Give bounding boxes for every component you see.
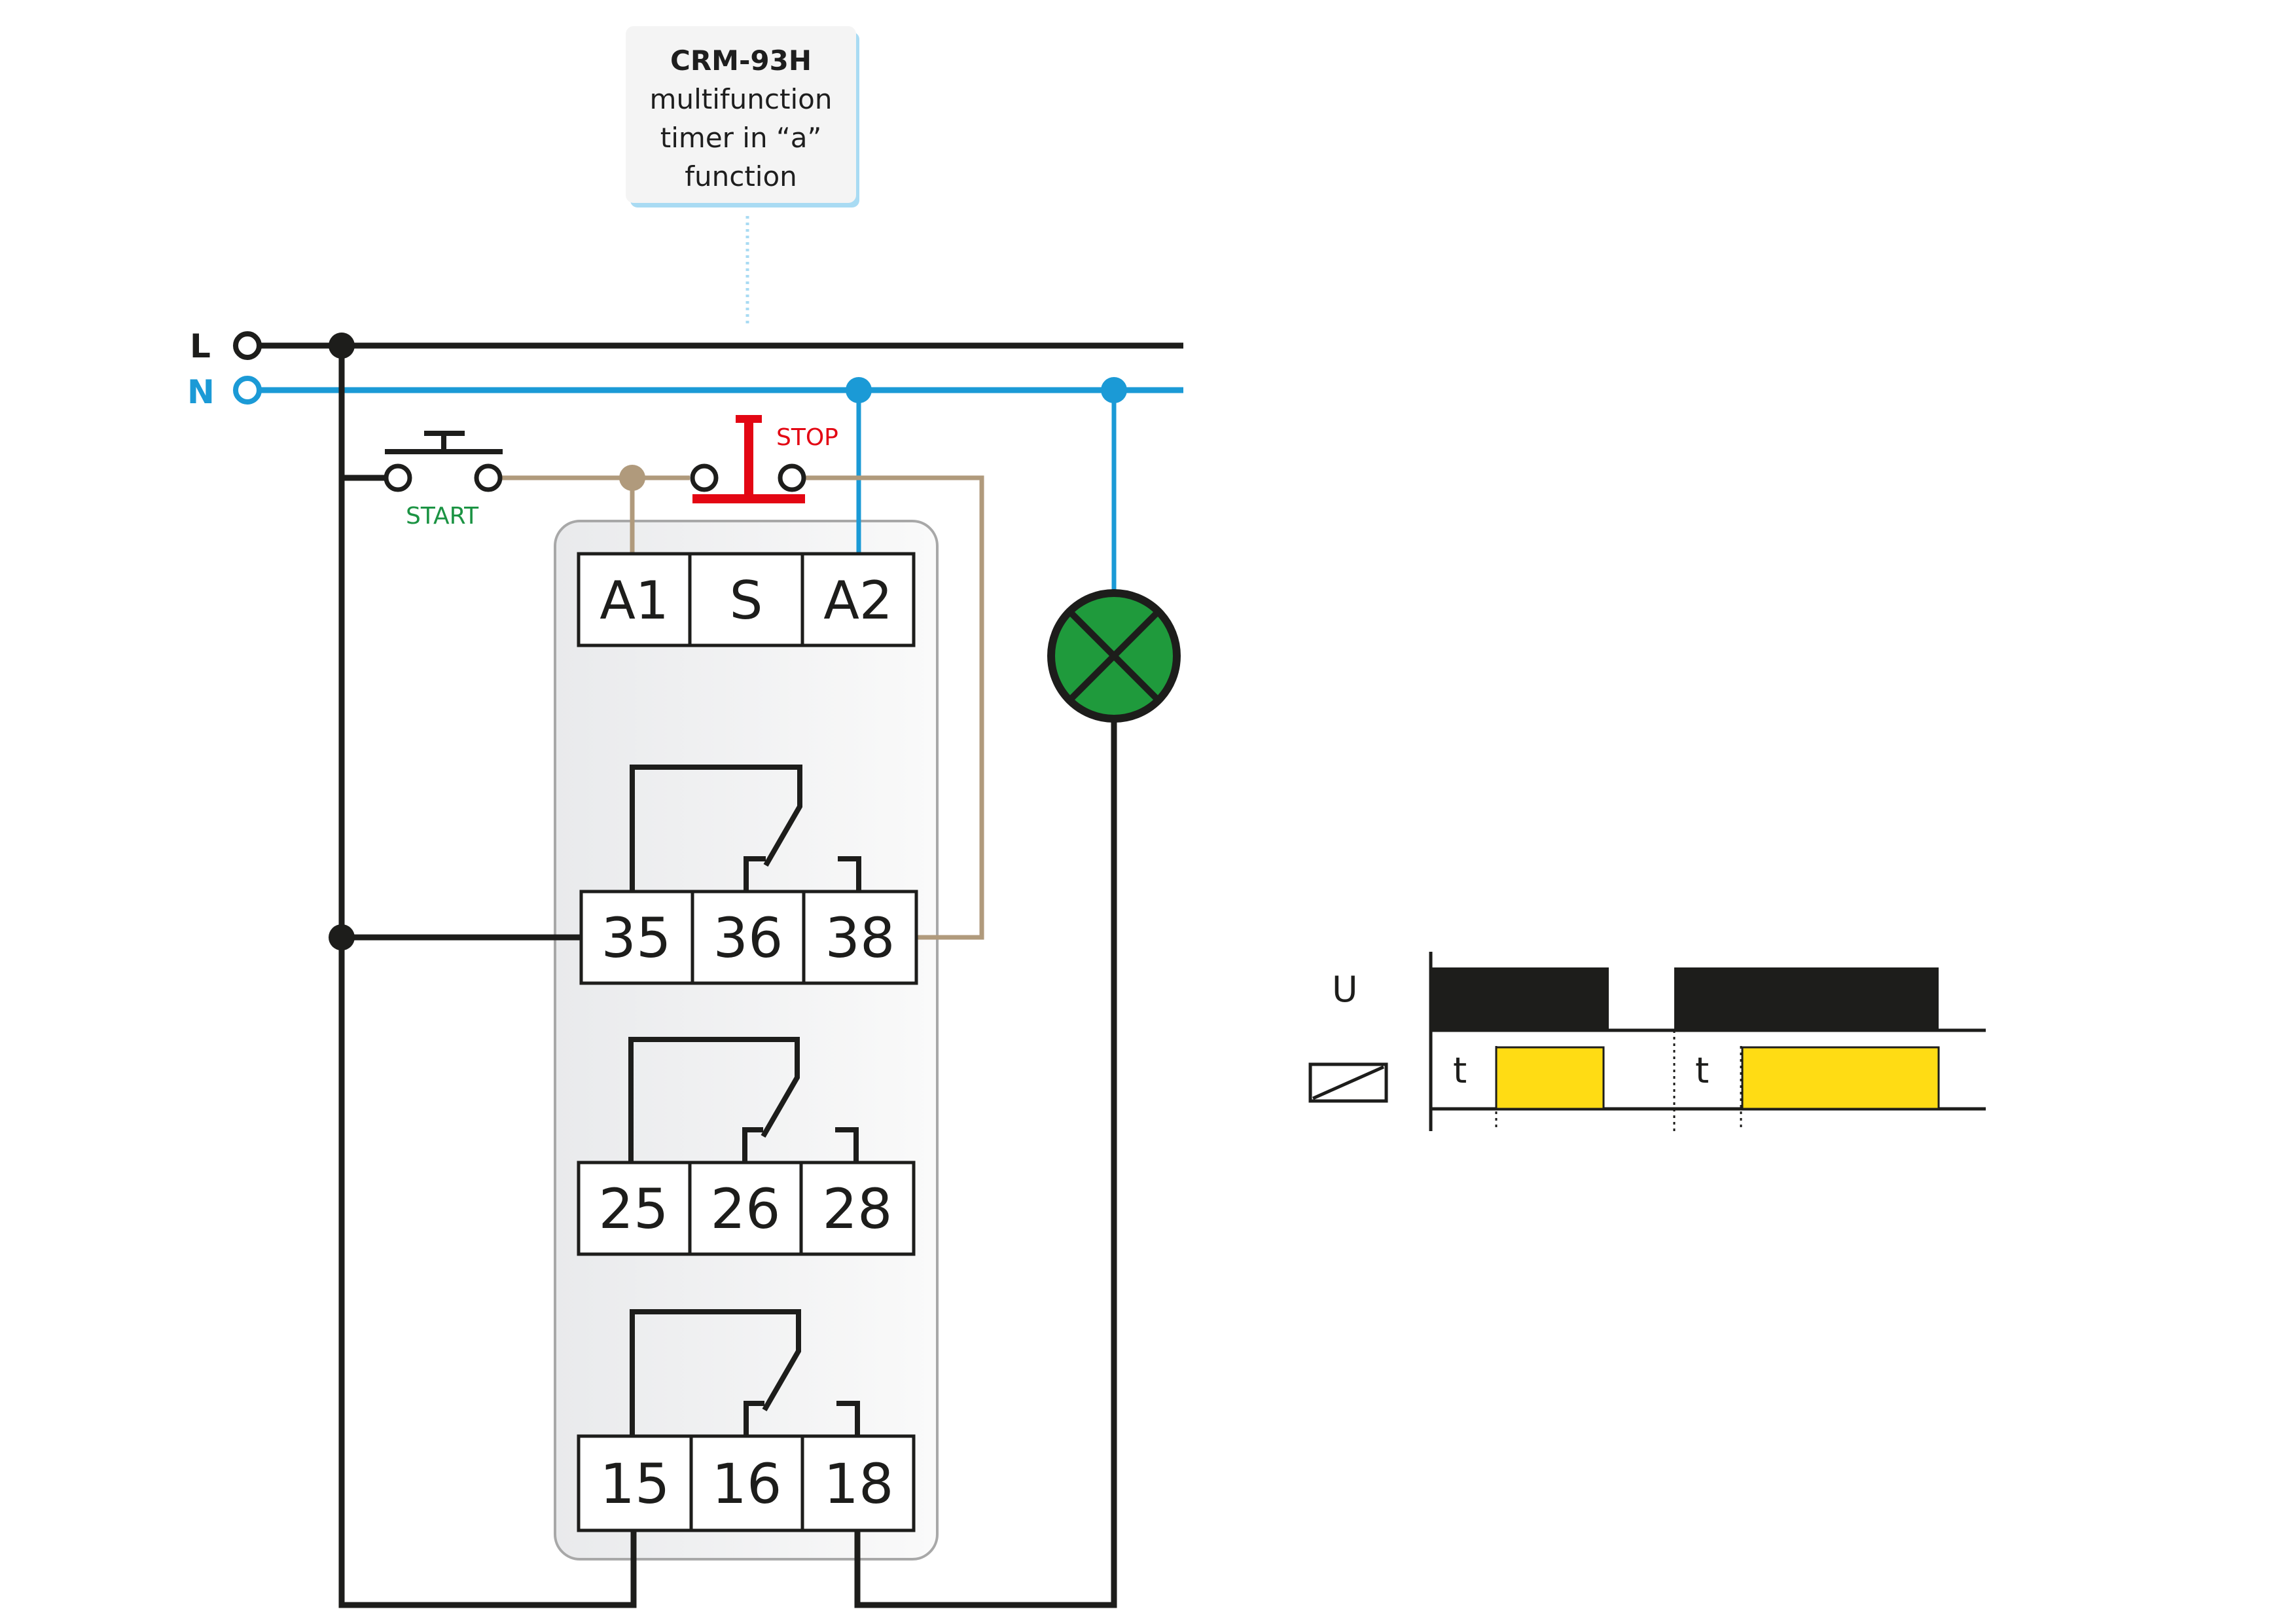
start-button-label: START [406, 503, 479, 530]
timing-diagram: U t t [1308, 952, 1986, 1131]
contact-set-25-26-28: 25 26 28 [577, 1037, 916, 1256]
relay-coil-icon [1308, 1062, 1388, 1103]
device-function-description: multifunction timer in “a” function [649, 83, 833, 192]
terminal-16: 16 [712, 1452, 782, 1516]
terminal-38: 38 [825, 906, 895, 970]
main-L-drop-wire [338, 346, 637, 1608]
line-N-label: N [187, 373, 215, 411]
contact-symbol [835, 1127, 859, 1163]
terminal-26: 26 [711, 1177, 781, 1241]
terminal-28: 28 [823, 1177, 893, 1241]
device-callout: CRM-93H multifunction timer in “a” funct… [626, 26, 856, 203]
contact-set-35-36-38: 35 36 38 [579, 765, 918, 985]
terminal-block-frame [577, 552, 916, 647]
terminal-block-frame [577, 1161, 916, 1256]
junction-dot [619, 465, 645, 491]
stop-button: STOP [690, 415, 838, 503]
stop-to-38-wire [805, 475, 984, 940]
supply-on-pulse [1674, 967, 1939, 1030]
delay-time-label: t [1453, 1050, 1467, 1091]
contact-symbol [744, 1401, 764, 1436]
stop-contact-terminal [690, 463, 719, 492]
terminal-block-frame [579, 890, 918, 985]
indicator-lamp [1047, 589, 1181, 723]
start-contact-terminal [384, 463, 412, 492]
terminal-35: 35 [601, 906, 672, 970]
lamp-return-wire [854, 720, 1117, 1608]
contact-symbol [628, 1037, 800, 1163]
junction-dot [329, 924, 355, 950]
line-L-label: L [190, 327, 211, 365]
relay-on-pulse [1741, 1046, 1940, 1110]
terminal-block-frame [577, 1434, 916, 1532]
line-L-terminal [233, 331, 262, 360]
contact-symbol [744, 856, 766, 892]
stop-contact-terminal [778, 463, 806, 492]
terminal-s: S [730, 570, 763, 631]
terminal-18: 18 [824, 1452, 894, 1516]
supply-voltage-label: U [1332, 969, 1358, 1010]
contact-symbol [836, 1401, 860, 1436]
contact-symbol [838, 856, 861, 892]
supply-on-pulse [1431, 967, 1609, 1030]
relay-on-pulse [1495, 1046, 1605, 1110]
relay-coil-icon-frame [1308, 1062, 1388, 1103]
junction-dot [846, 377, 872, 403]
junction-dot [329, 333, 355, 359]
terminal-25: 25 [599, 1177, 669, 1241]
relay-coil-icon-slash [1312, 1065, 1385, 1100]
contact-symbol [742, 1127, 763, 1163]
contact-symbol [630, 1309, 801, 1436]
contact-set-15-16-18: 15 16 18 [577, 1309, 916, 1532]
junction-dot [1101, 377, 1127, 403]
coil-terminal-block: A1 S A2 [577, 552, 916, 647]
start-button: START [384, 431, 503, 530]
terminal-36: 36 [713, 906, 783, 970]
contact-symbol [630, 765, 802, 892]
stop-button-label: STOP [776, 424, 838, 451]
line-N-terminal [233, 376, 262, 405]
lamp-cross-line [1067, 609, 1161, 703]
delay-time-label: t [1695, 1050, 1709, 1091]
terminal-a2: A2 [823, 570, 893, 631]
start-contact-terminal [474, 463, 503, 492]
terminal-15: 15 [600, 1452, 670, 1516]
terminal-a1: A1 [600, 570, 669, 631]
device-model-label: CRM-93H [670, 45, 812, 77]
